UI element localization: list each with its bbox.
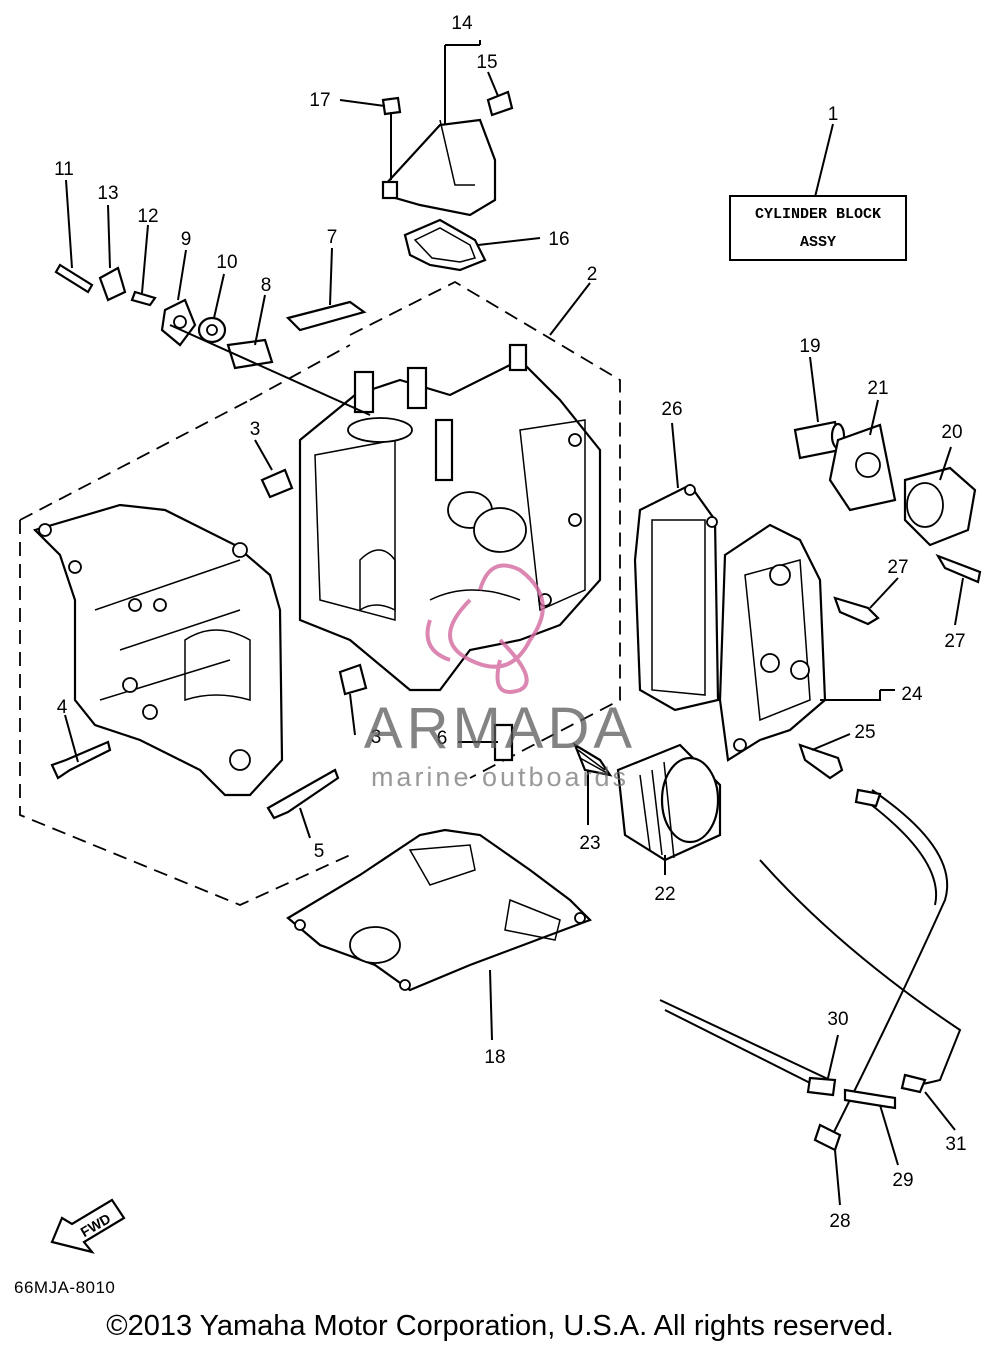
callout-17: 17 (309, 90, 330, 111)
assembly-label-box: CYLINDER BLOCK ASSY (729, 195, 907, 261)
bolts (50, 553, 982, 820)
copyright-notice: ©2013 Yamaha Motor Corporation, U.S.A. A… (106, 1310, 894, 1342)
callout-23: 23 (579, 833, 600, 854)
watermark-tagline: marine outboards (370, 762, 630, 792)
callout-22: 22 (654, 884, 675, 905)
hoses (659, 788, 962, 1152)
callout-6: 6 (437, 728, 448, 749)
thermostat-parts (793, 420, 977, 547)
callout-12: 12 (137, 206, 158, 227)
assembly-label-line1: CYLINDER BLOCK (754, 206, 882, 223)
oil-filter (572, 742, 722, 862)
callout-labels: 1 2 3 3 4 5 6 7 8 9 10 11 12 13 14 15 16… (54, 13, 966, 1232)
callout-26: 26 (661, 399, 682, 420)
cover-gasket (633, 483, 720, 712)
anode-cover-parts (381, 90, 514, 272)
callout-3b: 3 (371, 727, 382, 748)
watermark-name: ARMADA (363, 696, 637, 761)
callout-30: 30 (827, 1009, 848, 1030)
dowel-pins (260, 468, 514, 762)
base-gasket (286, 828, 592, 992)
callout-13: 13 (97, 183, 118, 204)
callout-24: 24 (901, 684, 923, 705)
cylinder-cover (718, 523, 827, 762)
leader-lines (64, 40, 964, 1206)
callout-5: 5 (314, 841, 325, 862)
watermark-logo-mark (425, 563, 545, 694)
callout-2: 2 (587, 264, 598, 285)
callout-29: 29 (892, 1170, 913, 1191)
assembly-label-line2: ASSY (799, 234, 836, 251)
callout-21: 21 (867, 378, 888, 399)
crankcase-half (32, 503, 284, 797)
callout-9: 9 (181, 229, 192, 250)
callout-16: 16 (548, 229, 569, 250)
diagram-code: 66MJA-8010 (14, 1278, 116, 1297)
callout-1: 1 (828, 104, 839, 125)
exploded-parts-diagram: FWD 1 2 3 3 4 5 6 7 8 9 10 11 12 13 14 1… (19, 13, 982, 1254)
callout-7: 7 (327, 227, 338, 248)
callout-14: 14 (451, 13, 473, 34)
callout-20: 20 (941, 422, 962, 443)
cylinder-block (298, 343, 602, 692)
shaft-small-parts (54, 263, 371, 416)
callout-10: 10 (216, 252, 237, 273)
callout-3: 3 (250, 419, 261, 440)
callout-25: 25 (854, 722, 875, 743)
callout-31: 31 (945, 1134, 966, 1155)
callout-27: 27 (887, 557, 908, 578)
callout-4: 4 (57, 697, 68, 718)
forward-arrow-icon: FWD (50, 1198, 126, 1254)
callout-19: 19 (799, 336, 820, 357)
callout-11: 11 (54, 159, 74, 180)
assembly-dashed-outline (19, 280, 621, 906)
callout-8: 8 (261, 275, 272, 296)
callout-28: 28 (829, 1211, 850, 1232)
callout-15: 15 (476, 52, 497, 73)
callout-18: 18 (484, 1047, 505, 1068)
callout-27b: 27 (944, 631, 965, 652)
